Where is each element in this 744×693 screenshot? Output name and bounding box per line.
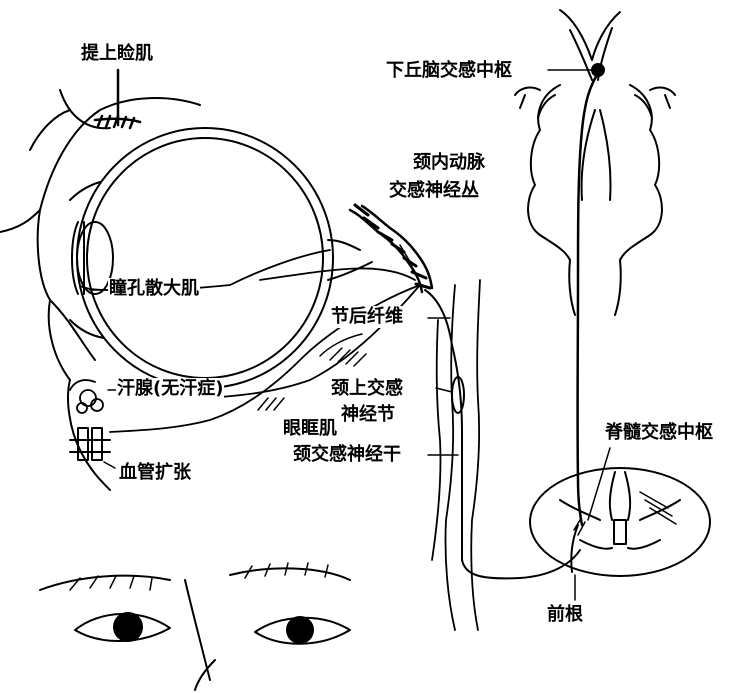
label-superior-ganglion-line2: 神经节 — [340, 404, 396, 426]
brainstem — [515, 10, 675, 525]
label-hypothalamic-center: 下丘脑交感中枢 — [385, 60, 513, 82]
label-spinal-center: 脊髓交感中枢 — [604, 422, 714, 444]
label-superior-ganglion-line1: 颈上交感 — [330, 378, 404, 400]
label-levator-muscle: 提上睑肌 — [80, 43, 154, 65]
label-carotid-line1: 颈内动脉 — [412, 152, 486, 174]
bottom-face — [40, 563, 350, 690]
label-postganglionic-fiber: 节后纤维 — [330, 306, 404, 328]
label-cervical-trunk: 颈交感神经干 — [292, 444, 402, 466]
label-sweat-gland: 汗腺(无汗症) — [116, 378, 224, 400]
eyeball — [70, 128, 372, 388]
label-orbital-muscle: 眼眶肌 — [282, 418, 338, 440]
blood-vessel — [70, 428, 110, 460]
spinal-cord — [530, 468, 710, 576]
carotid-artery — [350, 205, 432, 292]
label-vasodilation: 血管扩张 — [118, 462, 192, 484]
label-ventral-root: 前根 — [546, 604, 584, 626]
sweat-gland — [70, 380, 103, 413]
label-pupil-dilator: 瞳孔散大肌 — [108, 278, 200, 300]
cervical-trunk — [425, 290, 580, 578]
label-carotid-line2: 交感神经丛 — [388, 180, 480, 202]
